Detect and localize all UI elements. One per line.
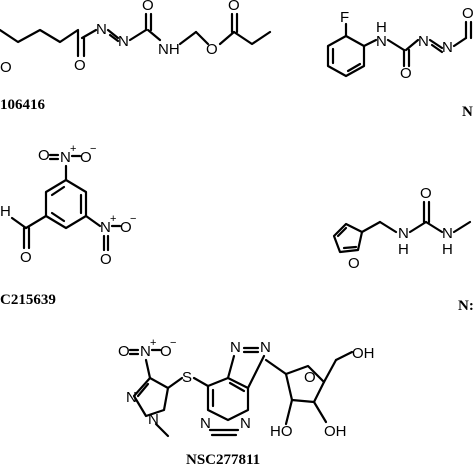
atom-oh: OH [352,345,375,362]
atom-n: N [260,339,271,356]
atom-n: N [442,39,453,56]
atom-o: O [80,149,92,166]
atom-h: H [398,241,409,258]
atom-n: N [100,219,111,236]
atom-ho: HO [270,423,293,440]
atom-n: N [418,33,429,50]
atom-n: N [240,415,251,432]
atom-o: O [160,343,172,360]
atom-s: S [182,369,192,386]
atom-o: O [74,57,86,74]
atom-n: N [126,389,137,406]
atom-n: N [148,411,159,428]
atom-fragment-o: O [0,59,12,76]
atom-n: N [140,343,151,360]
charge-minus: − [170,337,176,349]
atom-o: O [348,255,360,272]
atom-n: N [398,225,409,242]
atom-n: N [442,225,453,242]
label-middle-left: C215639 [0,292,56,308]
atom-o: O [228,0,240,14]
atom-nh: NH [158,41,180,58]
label-middle-right: N: [458,298,474,314]
molecule-middle-right: O N H O N H [332,185,472,272]
molecule-bottom: O N + O − N N S N N N N O [118,337,375,440]
atom-o: O [120,219,132,236]
charge-plus: + [150,337,156,349]
charge-minus: − [90,143,96,155]
atom-o: O [142,0,154,14]
atom-n: N [118,33,129,50]
atom-h: H [0,203,11,220]
atom-n: N [96,21,107,38]
label-top-left: 106416 [0,97,45,113]
atom-o: O [118,343,130,360]
atom-o: O [20,249,32,266]
atom-o: O [100,251,112,268]
label-bottom: NSC277811 [186,452,261,468]
charge-minus: − [130,213,136,225]
atom-h: H [376,19,387,36]
atom-n: N [60,149,71,166]
atom-n: N [200,415,211,432]
atom-h: H [442,241,453,258]
molecule-middle-left: O N + O − N + O − O O H [0,143,136,268]
atom-o: O [420,185,432,202]
atom-f: F [340,9,349,26]
molecule-top-left: O N N O NH O O [0,0,272,74]
atom-n: N [376,33,387,50]
atom-o: O [400,65,412,82]
atom-o: O [206,41,218,58]
label-top-right: N [462,104,473,120]
atom-oh: OH [324,423,347,440]
atom-o: O [304,369,316,386]
charge-plus: + [70,143,76,155]
charge-plus: + [110,213,116,225]
atom-o: O [38,147,50,164]
atom-n: N [230,339,241,356]
molecule-top-right: F H N O N N O [326,5,474,82]
atom-o: O [462,5,474,22]
